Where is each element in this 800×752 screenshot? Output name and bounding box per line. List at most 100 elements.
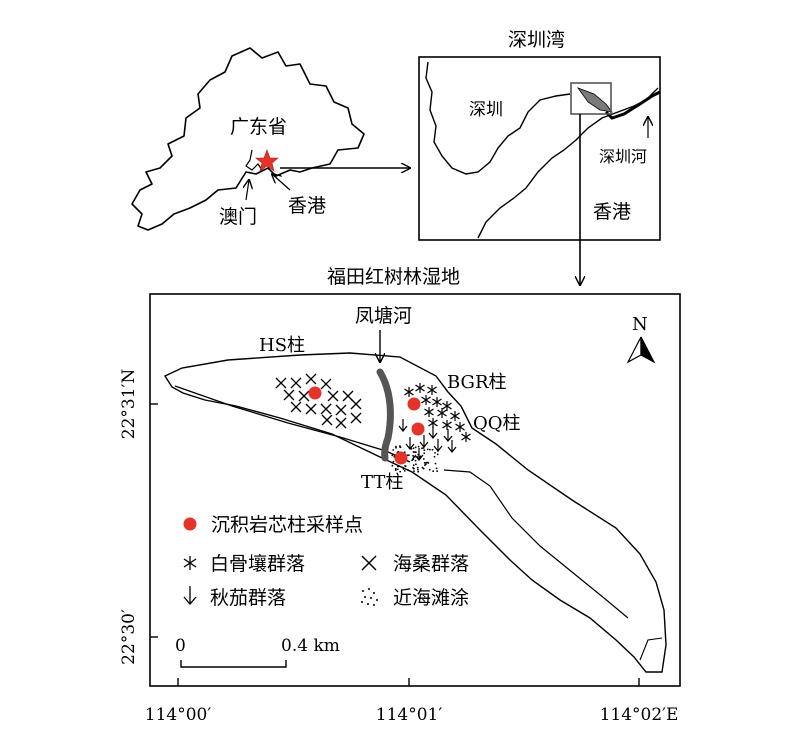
asterisk-mark	[442, 401, 452, 411]
stipple-dot	[421, 466, 424, 469]
north-label: N	[632, 314, 648, 335]
main-title: 福田红树林湿地	[327, 266, 460, 288]
inset-frame	[418, 56, 661, 241]
stipple-dot	[410, 447, 413, 450]
inset-hongkong-label: 香港	[593, 201, 631, 223]
stipple-dot	[428, 468, 431, 471]
north-arrow-right	[640, 336, 656, 364]
stipple-dot	[394, 468, 397, 470]
asterisk-mark	[415, 383, 425, 393]
lon-label-west: 114°00′	[145, 705, 212, 725]
legend-cross-symbol	[361, 555, 377, 571]
legend-arrow-symbol	[183, 586, 197, 605]
stipple-dot	[437, 450, 439, 452]
hongkong-pointer	[272, 174, 291, 191]
stipple-dot	[407, 469, 410, 472]
cross-mark	[320, 378, 332, 390]
guangdong-outline	[131, 47, 365, 231]
inset-title: 深圳湾	[508, 29, 565, 51]
stipple-dot	[433, 455, 436, 458]
core-label-hs: HS柱	[259, 335, 305, 356]
stipple-dot	[396, 468, 399, 471]
sample-point-hs	[308, 386, 322, 400]
tidal-flat-stipple	[391, 445, 439, 473]
stipple-dot	[413, 467, 415, 470]
legend-dot-symbol	[183, 517, 197, 531]
lon-label-east: 114°02′E	[600, 705, 679, 725]
legend-sample-label: 沉积岩芯柱采样点	[211, 514, 363, 536]
asterisk-mark	[421, 395, 431, 405]
stipple-dot	[431, 448, 434, 451]
cross-mark	[290, 401, 302, 413]
cross-mark	[335, 417, 347, 429]
stipple-dot	[434, 462, 437, 465]
stipple-dot	[399, 470, 402, 473]
cross-mark	[335, 404, 347, 416]
cross-mark	[350, 412, 362, 424]
shenzhen-coastline	[425, 61, 571, 175]
stipple-dot	[412, 454, 414, 457]
hongkong-label: 香港	[288, 195, 326, 217]
asterisk-mark	[404, 387, 414, 397]
stipple-dot	[414, 455, 416, 458]
stipple-dot	[432, 470, 435, 473]
asterisk-mark	[461, 432, 471, 442]
asterisk-mark	[442, 420, 452, 430]
legend-tidalflat-label: 近海滩涂	[393, 587, 469, 609]
stipple-dot	[429, 448, 431, 451]
legend: 沉积岩芯柱采样点 白骨壤群落 海桑群落 秋茄群落 近	[183, 514, 469, 609]
cross-mark	[305, 373, 317, 385]
stipple-dot	[413, 451, 416, 453]
stipple-dot	[422, 447, 425, 449]
stipple-dot	[421, 447, 423, 450]
futian-main-map: 福田红树林湿地 凤塘河 HS柱 BGR柱 QQ柱 TT柱 N	[119, 266, 681, 725]
stipple-dot	[423, 461, 426, 464]
stipple-dot	[417, 468, 419, 471]
lat-label-north: 22°31′N	[119, 369, 139, 440]
inlet	[639, 637, 663, 661]
hongkong-coastline	[477, 87, 659, 239]
sample-point-tt	[394, 451, 408, 465]
legend-dots-symbol	[361, 588, 378, 606]
scale-bar: 0 0.4 km	[175, 636, 340, 668]
stipple-dot	[436, 470, 438, 473]
stipple-dot	[422, 467, 425, 470]
core-label-qq: QQ柱	[473, 413, 521, 434]
tideline	[174, 385, 411, 463]
stipple-dot	[417, 445, 420, 448]
stipple-dot	[403, 470, 406, 472]
north-arrow: N	[626, 314, 656, 364]
stipple-dot	[417, 470, 420, 473]
arrow-mark	[443, 429, 453, 442]
province-label: 广东省	[230, 116, 287, 138]
stipple-dot	[404, 465, 406, 467]
inset-river-label: 深圳河	[599, 147, 647, 166]
cross-mark	[298, 390, 310, 402]
cross-mark	[321, 414, 333, 426]
asterisk-mark	[424, 407, 434, 417]
legend-asterisk-symbol	[183, 556, 197, 570]
sample-point-qq	[411, 422, 425, 436]
lat-label-south: 22°30′	[119, 609, 139, 665]
stipple-dot	[397, 465, 399, 468]
arrow-mark	[405, 437, 415, 450]
stipple-dot	[415, 463, 417, 466]
stipple-dot	[411, 459, 413, 462]
sample-point-bgr	[407, 397, 421, 411]
stipple-dot	[425, 463, 427, 465]
shenzhen-river	[604, 90, 661, 120]
core-label-tt: TT柱	[361, 472, 403, 493]
shenzhen-star	[255, 149, 279, 172]
arrow-mark	[398, 419, 408, 432]
arrow-mark	[419, 435, 429, 448]
scale-end: 0.4 km	[281, 636, 340, 656]
stipple-dot	[427, 461, 429, 464]
stipple-dot	[423, 449, 426, 451]
stipple-dot	[425, 461, 428, 464]
stipple-dot	[414, 459, 417, 462]
cross-mark	[305, 403, 317, 415]
stipple-dot	[392, 449, 395, 451]
arrow-mark	[428, 426, 438, 439]
stipple-dot	[416, 456, 419, 458]
